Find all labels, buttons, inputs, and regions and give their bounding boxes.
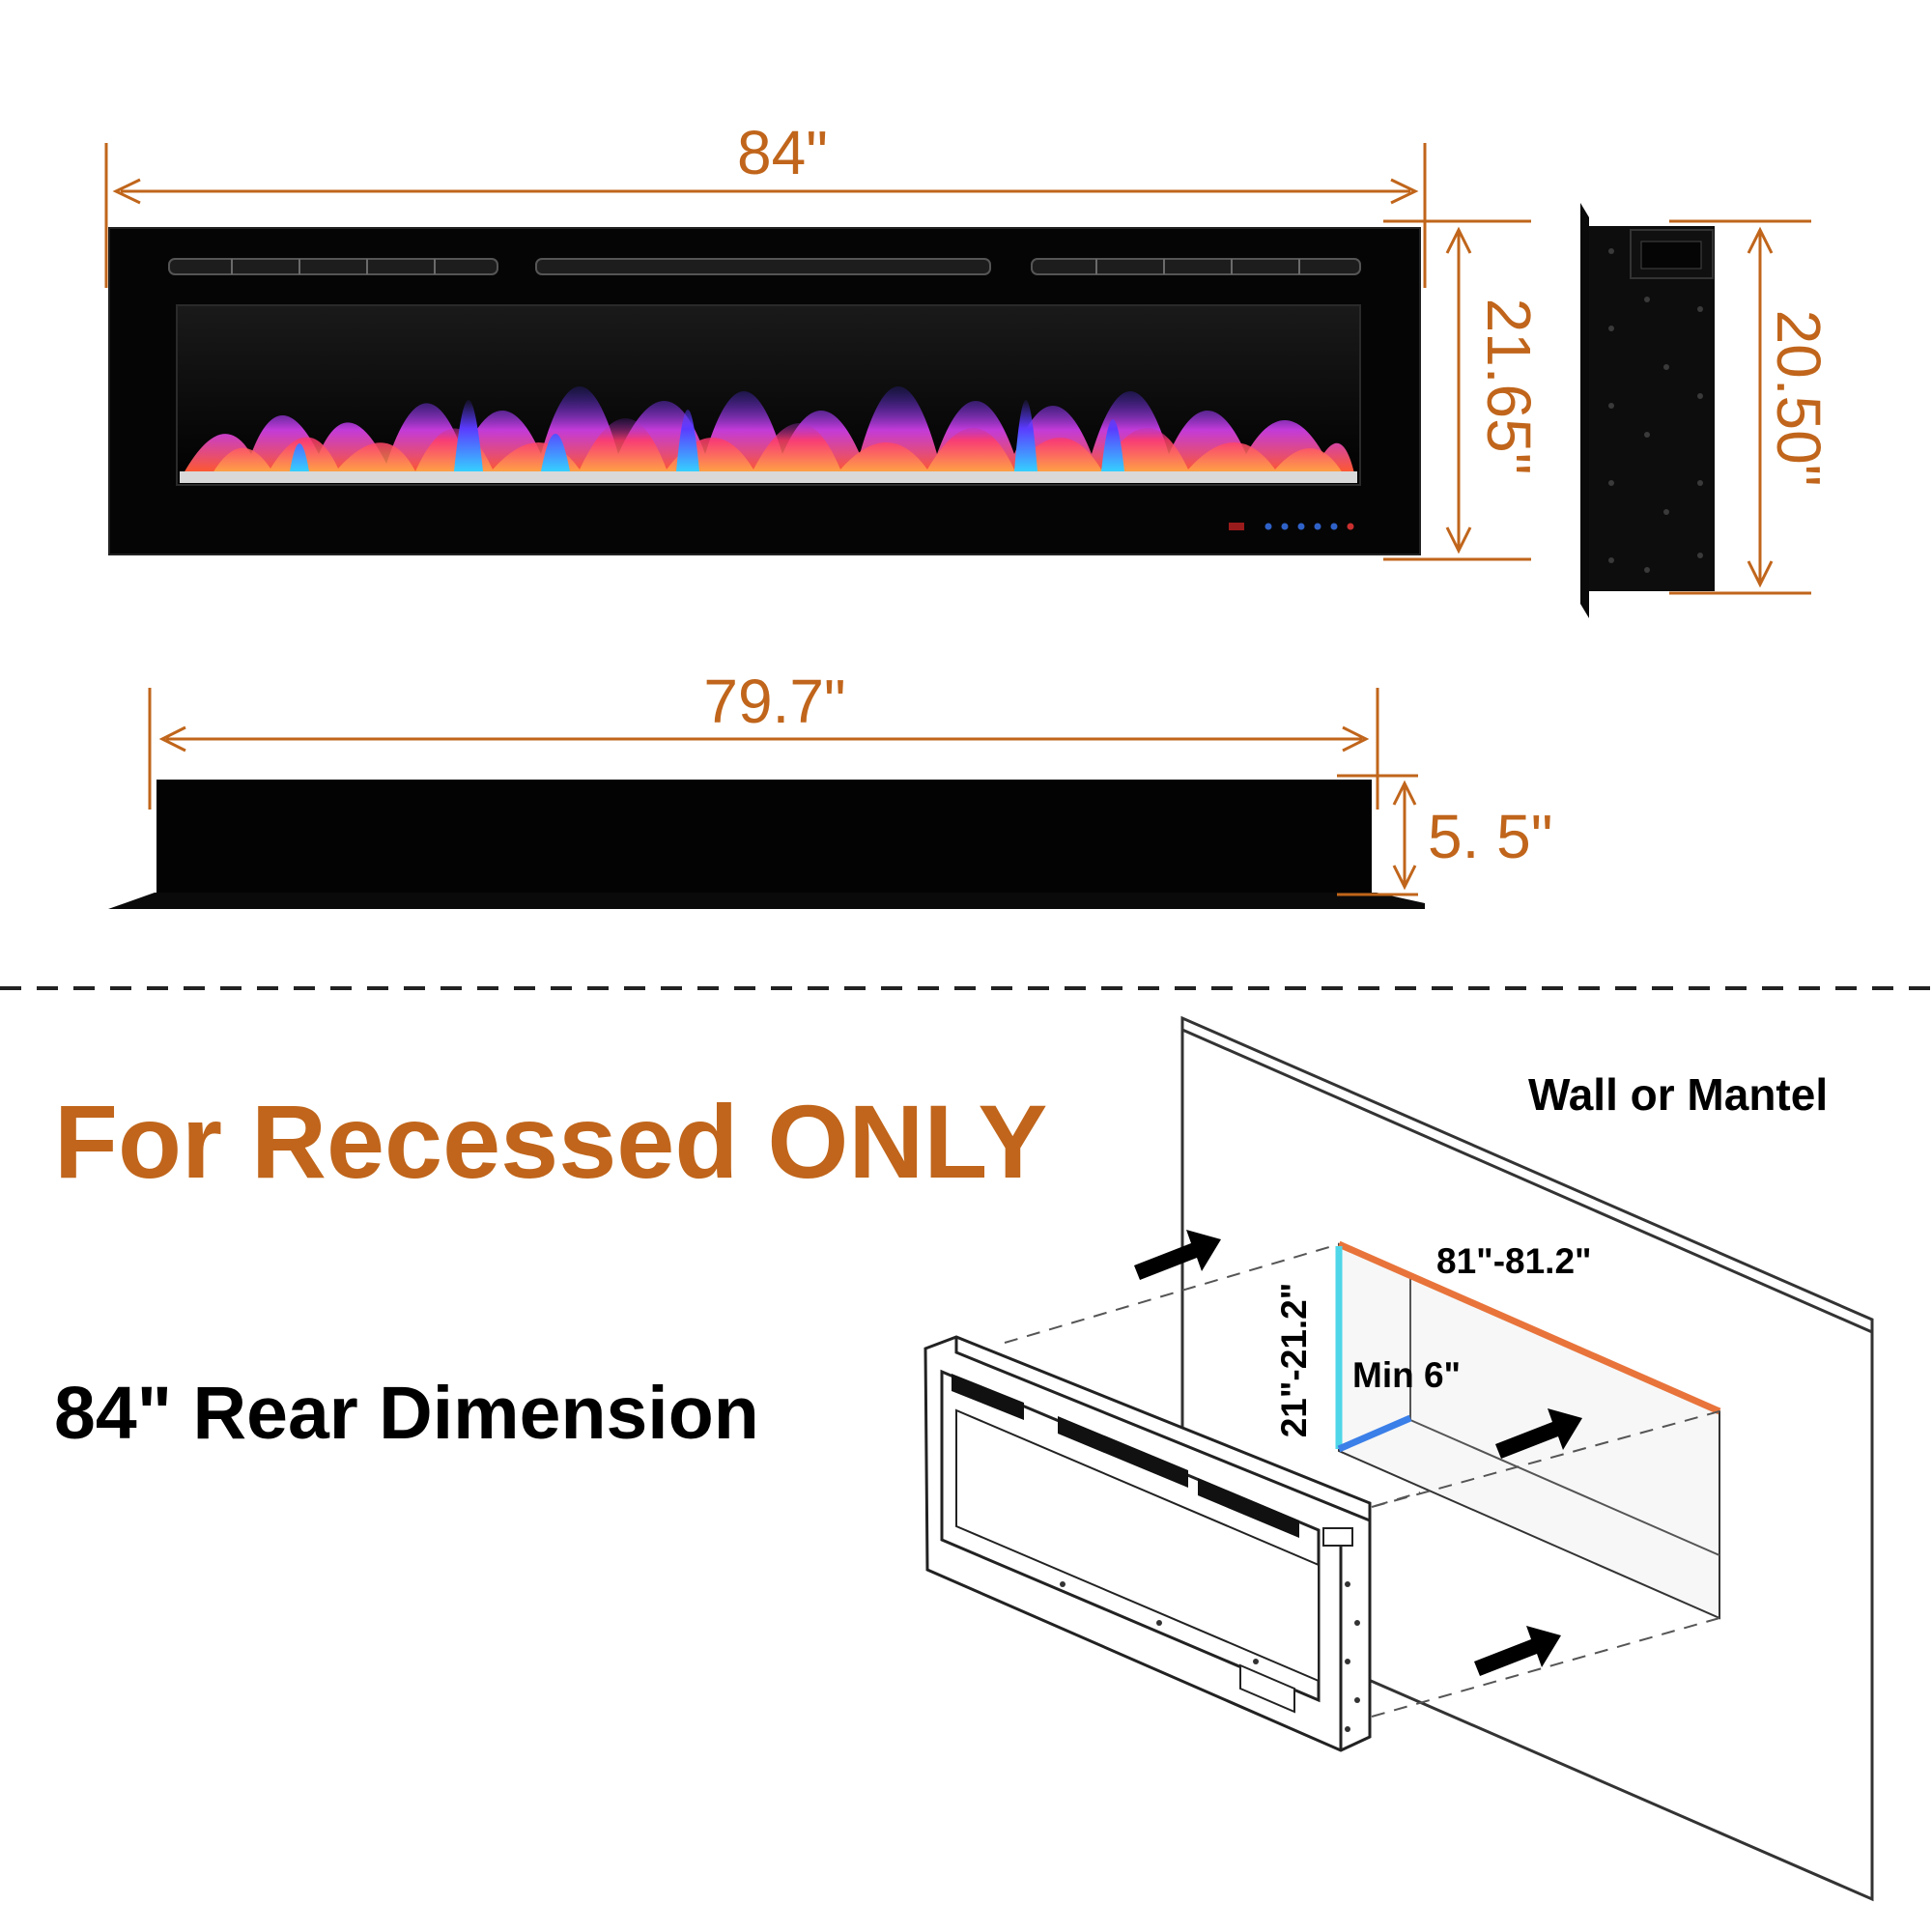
wall-label: Wall or Mantel (1528, 1069, 1828, 1120)
inner-width-label: 79.7" (703, 667, 845, 736)
control-button-icon (1281, 523, 1289, 530)
insert-arrow-icon (1495, 1408, 1582, 1459)
right-vent-grille (1031, 258, 1361, 275)
top-flange (108, 893, 1425, 909)
overall-width-label: 84" (737, 118, 828, 187)
control-button-icon (1297, 523, 1305, 530)
top-housing (156, 780, 1372, 901)
arrowhead-down-icon (1747, 560, 1774, 588)
depth-dimension: 5. 5" (1337, 774, 1552, 896)
overall-height-label: 21.65" (1474, 298, 1544, 475)
insert-arrow-icon (1134, 1230, 1221, 1280)
display-readout (1229, 523, 1244, 530)
control-button-icon (1314, 523, 1321, 530)
overall-height-dimension: 21.65" (1383, 219, 1544, 561)
vent-slats (231, 259, 1300, 274)
opening-width-line (1337, 1240, 1721, 1415)
arrowhead-right-icon (1390, 178, 1419, 205)
arrowhead-up-icon (1747, 226, 1774, 254)
arrowhead-left-icon (158, 725, 186, 753)
crystal-media-bed (180, 471, 1357, 483)
side-screw-holes (1608, 248, 1703, 573)
opening-height-label: 21"-21.2" (1274, 1283, 1314, 1438)
insert-arrow-icon (1474, 1626, 1561, 1676)
depth-label: 5. 5" (1428, 802, 1552, 871)
arrowhead-left-icon (112, 178, 141, 205)
arrowhead-down-icon (1445, 526, 1472, 554)
insert-screw-holes (1060, 1581, 1360, 1732)
inner-width-dimension: 79.7" (148, 667, 1379, 810)
side-handle (1640, 241, 1702, 270)
arrowhead-up-icon (1392, 780, 1417, 806)
side-height-label: 20.50" (1764, 310, 1833, 487)
rear-dimension-heading: 84" Rear Dimension (54, 1372, 759, 1455)
side-view: 20.50" (1580, 203, 1833, 618)
side-housing (1589, 226, 1715, 591)
control-panel (1229, 523, 1354, 530)
control-button-icon (1264, 523, 1272, 530)
recessed-only-heading: For Recessed ONLY (54, 1083, 1048, 1200)
left-vent-grille (168, 258, 498, 275)
insert-arrow-icons (1134, 1230, 1582, 1676)
opening-width-label: 81"-81.2" (1436, 1241, 1592, 1281)
top-view: 79.7" 5. 5" (108, 667, 1552, 909)
fireplace-insert (923, 1335, 1372, 1752)
center-vent-grille (535, 258, 991, 275)
opening-depth-label: Min 6" (1352, 1355, 1461, 1395)
opening-depth-line (1337, 1414, 1412, 1453)
wall-top-edge (1180, 1015, 1874, 1332)
flame-effect (184, 386, 1354, 473)
arrowhead-down-icon (1392, 865, 1417, 891)
brand-plate (1239, 1663, 1295, 1714)
control-button-icon (1330, 523, 1338, 530)
install-diagram: Wall or Mantel 81"-81.2" 21"-21.2" Min 6… (923, 1015, 1874, 1902)
side-flange (1580, 203, 1589, 618)
overall-width-dimension: 84" (104, 118, 1427, 288)
power-button-icon (1347, 523, 1354, 530)
front-view: 84" (104, 118, 1544, 561)
arrowhead-up-icon (1445, 226, 1472, 254)
side-height-dimension: 20.50" (1669, 219, 1833, 595)
arrowhead-right-icon (1342, 725, 1370, 753)
